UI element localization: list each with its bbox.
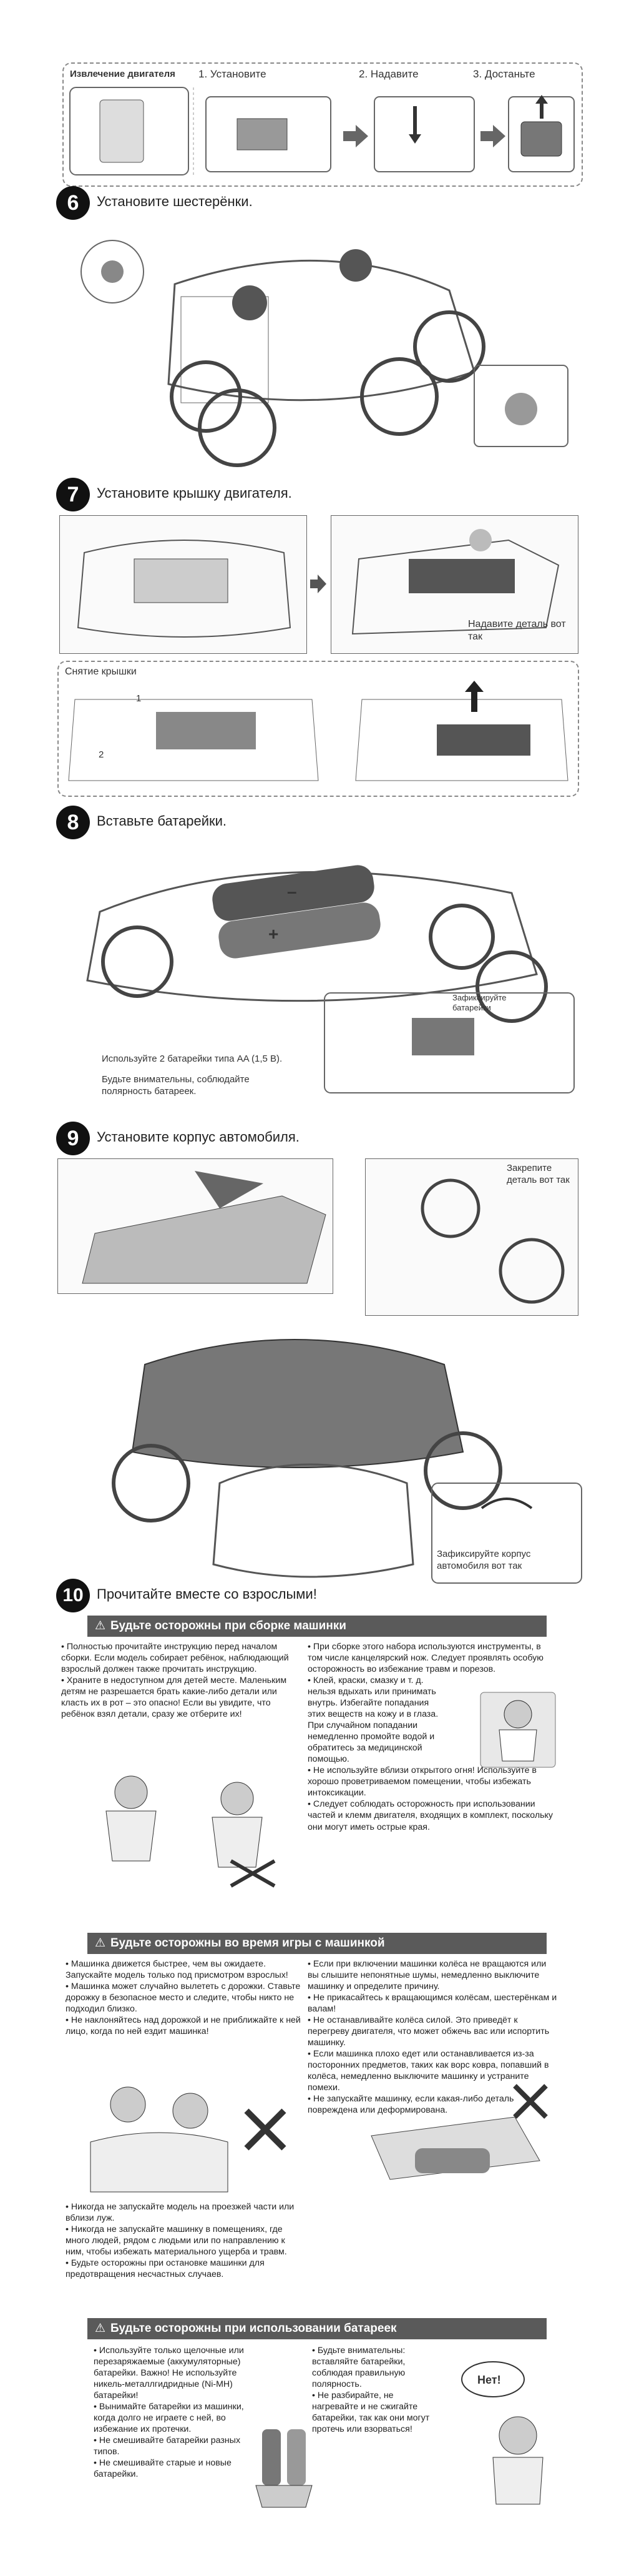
warning-play-title: Будьте осторожны во время игры с машинко… <box>110 1937 385 1950</box>
step-9-number: 9 <box>56 1122 90 1155</box>
step-6-title: Установите шестерёнки. <box>97 194 253 209</box>
warning-text: • Не прикасайтесь к вращающимся колёсам,… <box>308 1993 557 2015</box>
step-9-fix-body-note: Зафиксируйте корпус автомобиля вот так <box>437 1549 531 1571</box>
battery-plus-sign: + <box>268 924 279 944</box>
step-8-battery-illustration <box>86 865 575 1093</box>
step-7-number: 7 <box>56 478 90 511</box>
step-9-title: Установите корпус автомобиля. <box>97 1129 300 1145</box>
warning-text: • Если при включении машинки колёса не в… <box>308 1959 547 1992</box>
warning-text: • Используйте только щелочные или переза… <box>94 2346 244 2401</box>
warning-text: • Не смешивайте батарейки разных типов. <box>94 2435 241 2457</box>
child-with-glue-illustration <box>480 1692 556 1768</box>
cover-removal-panel <box>57 661 579 797</box>
warning-text: • Никогда не запускайте модель на проезж… <box>66 2202 295 2224</box>
warning-batteries-title: Будьте осторожны при использовании батар… <box>110 2322 397 2335</box>
battery-polarity-note: Будьте внимательны, соблюдайте полярност… <box>102 1074 250 1097</box>
motor-removal-panel <box>62 62 583 187</box>
warning-text: • Не останавливайте колёса силой. Это пр… <box>308 2015 550 2048</box>
warning-text: • Никогда не запускайте машинку в помеще… <box>66 2224 287 2258</box>
warning-text: • Будьте осторожны при остановке машинки… <box>66 2258 265 2280</box>
no-bubble-illustration <box>461 2361 544 2505</box>
batteries-in-hand-illustration <box>255 2429 313 2508</box>
warning-text: • Машинка движется быстрее, чем вы ожида… <box>66 1959 288 1981</box>
warning-text: • Не запускайте машинку, если какая-либо… <box>308 2094 514 2116</box>
motor-removal-step3: 3. Достаньте <box>473 68 535 80</box>
warning-assembly-left: • Полностью прочитайте инструкцию перед … <box>61 1641 301 1720</box>
step-9-body-illustration <box>82 1171 582 1584</box>
step-8-number: 8 <box>56 806 90 839</box>
warning-text: • Не разбирайте, не нагревайте и не сжиг… <box>312 2391 430 2435</box>
step-8-title: Вставьте батарейки. <box>97 813 227 829</box>
children-with-parts-illustration <box>105 1775 276 1888</box>
warning-text: • Следует соблюдать осторожность при исп… <box>308 1799 554 1832</box>
warning-batteries-header: ⚠ Будьте осторожны при использовании бата… <box>87 2318 547 2339</box>
no-bubble-text: Нет! <box>477 2374 501 2386</box>
warning-text: • При сборке этого набора используются и… <box>308 1642 544 1675</box>
step-7-title: Установите крышку двигателя. <box>97 485 292 501</box>
step-6-number: 6 <box>56 186 90 220</box>
warning-text: • Не наклоняйтесь над дорожкой и не приб… <box>66 2015 301 2037</box>
warning-text: • Полностью прочитайте инструкцию перед … <box>61 1642 289 1675</box>
cover-removal-illustration <box>68 681 568 781</box>
step-9-fix-part-note: Закрепите деталь вот так <box>507 1163 570 1185</box>
fix-batteries-note: Зафиксируйте батарейки <box>452 993 507 1013</box>
warning-text: • Не используйте вблизи открытого огня! … <box>308 1765 537 1799</box>
motor-removal-step1: 1. Установите <box>198 68 266 80</box>
warning-triangle-icon: ⚠ <box>95 1619 106 1632</box>
warning-play-header: ⚠ Будьте осторожны во время игры с машинк… <box>87 1933 547 1954</box>
step-9-fix-panel <box>365 1158 578 1316</box>
step-6-gear-illustration <box>80 240 568 467</box>
step-10-title: Прочитайте вместе со взрослыми! <box>97 1586 317 1602</box>
kids-playing-illustration <box>90 2084 548 2193</box>
warning-triangle-icon: ⚠ <box>95 2322 106 2335</box>
warning-text: • Будьте внимательны: вставляйте батарей… <box>312 2346 406 2390</box>
warning-batteries-right: • Будьте внимательны: вставляйте батарей… <box>312 2345 437 2435</box>
motor-removal-step2: 2. Надавите <box>359 68 419 80</box>
warning-play-left-top: • Машинка движется быстрее, чем вы ожида… <box>66 1958 306 2037</box>
battery-aa-note: Используйте 2 батарейки типа AA (1,5 В). <box>102 1054 283 1064</box>
step-7-arrow <box>310 575 326 593</box>
warning-text: • Вынимайте батарейки из машинки, когда … <box>94 2402 244 2435</box>
cover-removal-mark-2: 2 <box>99 749 104 760</box>
step-7-chassis <box>77 529 560 638</box>
battery-minus-sign: – <box>287 882 297 901</box>
warning-assembly-right: • При сборке этого набора используются и… <box>308 1641 557 1833</box>
step-10-number: 10 <box>56 1579 90 1612</box>
warning-text: • Машинка может случайно вылететь с доро… <box>66 1981 301 2015</box>
motor-removal-illustration <box>69 87 575 175</box>
warning-assembly-header: ⚠ Будьте осторожны при сборке машинки <box>87 1616 547 1637</box>
warning-triangle-icon: ⚠ <box>95 1937 106 1950</box>
warning-assembly-title: Будьте осторожны при сборке машинки <box>110 1619 346 1632</box>
warning-play-left-bottom: • Никогда не запускайте модель на проезж… <box>66 2201 306 2280</box>
cover-removal-mark-1: 1 <box>136 693 142 704</box>
warning-text: • Храните в недоступном для детей месте.… <box>61 1675 287 1720</box>
cover-removal-title: Снятие крышки <box>65 666 137 677</box>
warning-text: • Не смешивайте старые и новые батарейки… <box>94 2458 232 2480</box>
warning-text: • Если машинка плохо едет или останавлив… <box>308 2049 549 2093</box>
warning-text: • Клей, краски, смазку и т. д. нельзя вд… <box>308 1675 439 1765</box>
warning-play-right: • Если при включении машинки колёса не в… <box>308 1958 557 2116</box>
step-7-press-note: Надавите деталь вот так <box>468 619 566 642</box>
warning-batteries-left: • Используйте только щелочные или переза… <box>94 2345 256 2480</box>
motor-removal-title: Извлечение двигателя <box>70 69 175 79</box>
